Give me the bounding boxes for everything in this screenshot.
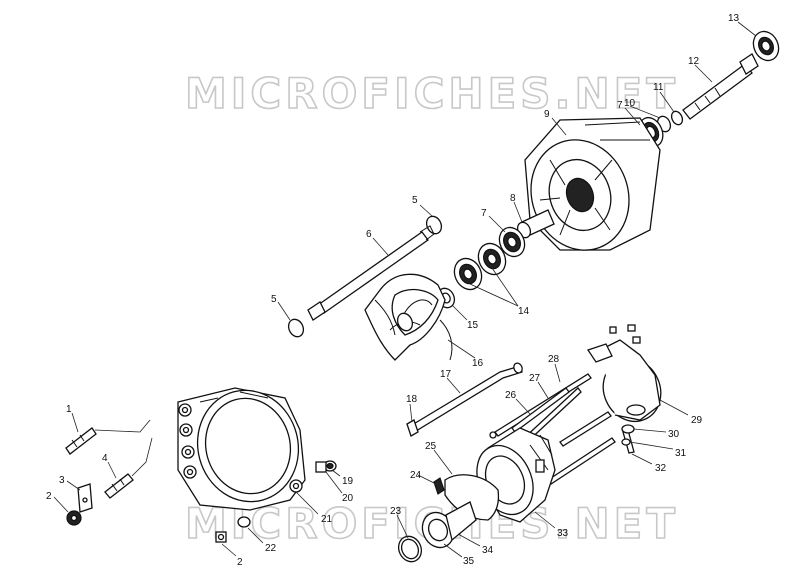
part-32-bolts	[547, 411, 635, 485]
callout-22: 22	[265, 543, 277, 554]
callout-7b: 7	[481, 208, 487, 219]
callout-2b: 2	[237, 557, 243, 568]
callout-5b: 5	[271, 294, 277, 305]
callout-34: 34	[482, 545, 494, 556]
callout-9: 9	[544, 109, 550, 120]
part-7-bearing-lower	[498, 226, 526, 258]
part-27-bolt	[511, 387, 570, 433]
callout-29: 29	[691, 415, 703, 426]
part-5-o-ring-upper	[425, 215, 443, 235]
callout-16: 16	[472, 358, 484, 369]
part-21-pump-housing	[177, 387, 306, 511]
callout-labels: 1 2 3 4 2 5 5 6 7 7 8 9 10 11 12 13 14 1…	[46, 13, 740, 568]
part-19-cap	[323, 460, 337, 472]
part-9-stator-housing	[524, 117, 661, 251]
callout-14: 14	[518, 306, 530, 317]
part-30-washer	[621, 424, 635, 434]
callout-18: 18	[406, 394, 418, 405]
part-2-nut-bottom	[215, 531, 227, 543]
callout-11: 11	[653, 82, 664, 93]
callout-33: 33	[557, 528, 569, 539]
part-14-seals	[453, 242, 507, 291]
callout-13: 13	[728, 13, 740, 24]
callout-27: 27	[529, 373, 541, 384]
part-5-o-ring-lower	[287, 318, 305, 338]
watermark-top: MICROFICHES.NET	[185, 69, 679, 118]
top-hardware	[609, 324, 641, 344]
leader-lines	[53, 21, 757, 558]
part-35-nozzle	[421, 501, 477, 549]
part-31-washer	[621, 438, 631, 446]
part-3-bracket	[77, 483, 93, 513]
callout-7a: 7	[617, 100, 623, 111]
part-23-ring	[397, 535, 423, 563]
callout-23: 23	[390, 506, 402, 517]
part-13-seal	[752, 30, 780, 62]
callout-31: 31	[675, 448, 687, 459]
part-22-washer	[237, 516, 251, 528]
callout-4: 4	[102, 453, 108, 464]
callout-24: 24	[410, 470, 422, 481]
callout-10: 10	[624, 98, 636, 109]
callout-19: 19	[342, 476, 354, 487]
part-6-long-shaft	[307, 225, 435, 321]
part-12-shaft	[682, 53, 759, 120]
callout-3: 3	[59, 475, 65, 486]
callout-32: 32	[655, 463, 667, 474]
callout-1: 1	[66, 404, 72, 415]
callout-12: 12	[688, 56, 700, 67]
callout-20: 20	[342, 493, 354, 504]
part-24-clip	[433, 477, 445, 495]
callout-15: 15	[467, 320, 479, 331]
callout-5a: 5	[412, 195, 418, 206]
callout-17: 17	[440, 369, 452, 380]
callout-28: 28	[548, 354, 560, 365]
callout-2a: 2	[46, 491, 52, 502]
part-2-nut-left	[66, 510, 82, 526]
callout-25: 25	[425, 441, 437, 452]
part-16-impeller	[364, 273, 453, 361]
callout-30: 30	[668, 429, 680, 440]
callout-8: 8	[510, 193, 516, 204]
part-4-sensor	[104, 437, 153, 499]
callout-21: 21	[321, 514, 333, 525]
part-29-steering-nozzle	[586, 339, 662, 422]
part-20-nut	[315, 461, 327, 473]
callout-6: 6	[366, 229, 372, 240]
part-1-sensor	[65, 419, 151, 455]
callout-35: 35	[463, 556, 475, 567]
callout-26: 26	[505, 390, 517, 401]
